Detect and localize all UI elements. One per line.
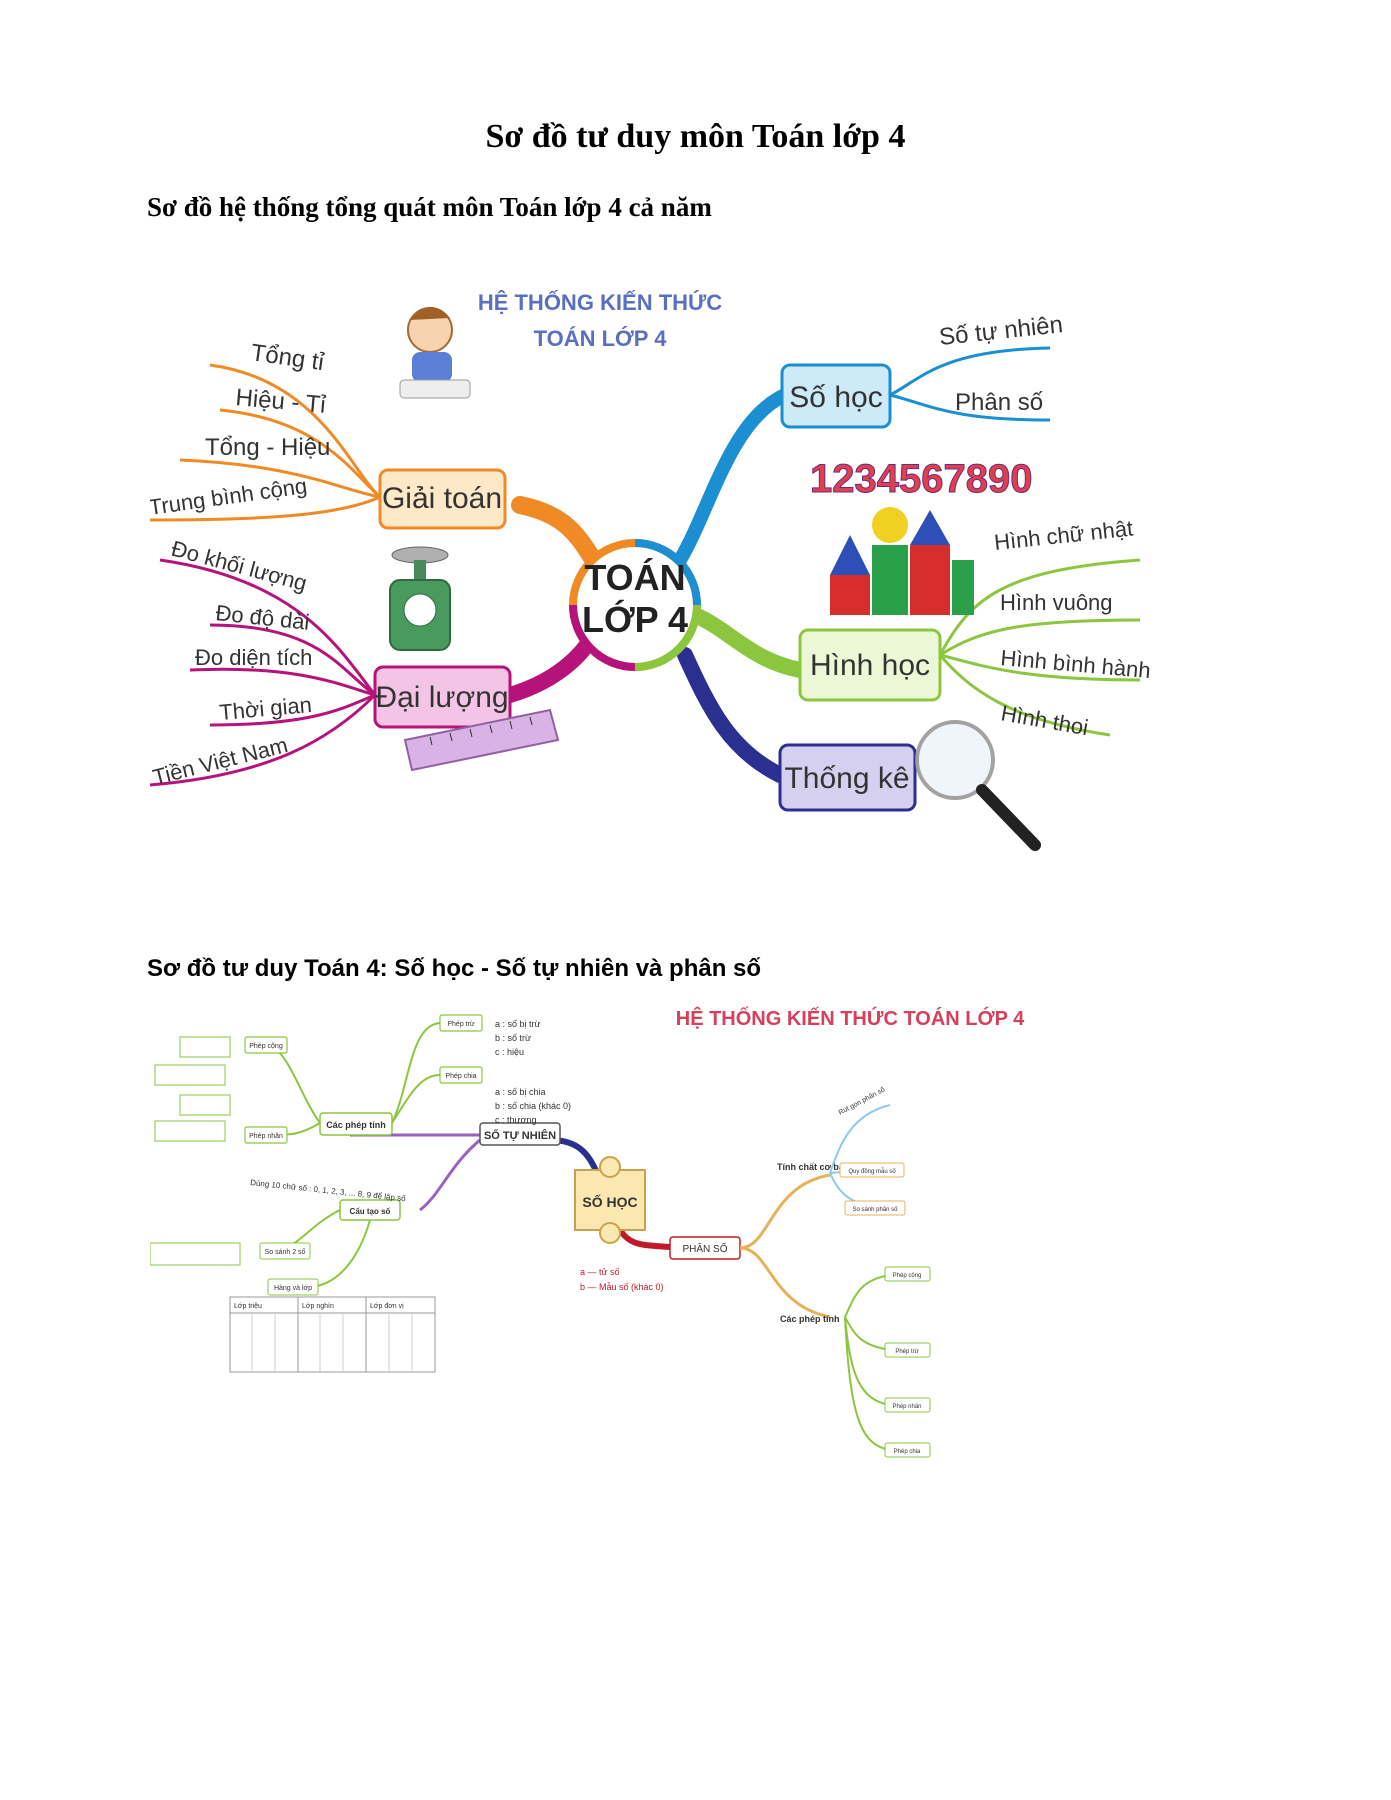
center-line2: LỚP 4 (582, 598, 688, 640)
dai-luong-child-5: Tiền Việt Nam (150, 732, 290, 790)
so-tu-nhien-node: SỐ TỰ NHIÊN (484, 1128, 556, 1142)
ruler-icon (403, 708, 560, 772)
left-phep-nhan-node: Phép nhân (249, 1133, 283, 1140)
overview-heading-line1: HỆ THỐNG KIẾN THỨC (478, 289, 722, 315)
left-phep-chia-node: Phép chia (445, 1073, 476, 1080)
dai-luong-child-3: Đo diện tích (195, 645, 312, 670)
quy-dong-label: Quy đồng mẫu số (848, 1168, 896, 1175)
mindmap-overview-figure: HỆ THỐNG KIẾN THỨC TOÁN LỚP 4 TOÁN LỚP 4… (150, 270, 1150, 950)
so-sanh-ps-label: So sánh phân số (852, 1207, 898, 1213)
giai-toan-child-3: Tổng - Hiệu (205, 434, 330, 461)
hinh-hoc-child-1: Hình chữ nhật (993, 516, 1134, 555)
thinking-child-icon (399, 306, 471, 399)
hang-va-lop-node: Hàng và lớp (274, 1285, 312, 1292)
so-hoc-child-2: Phân số (955, 389, 1043, 416)
left-phep-cong-node: Phép cộng (249, 1043, 283, 1050)
tu-so-note: a — tử số (580, 1267, 620, 1277)
phep-chia-note-1: a : số bị chia (495, 1087, 546, 1097)
branch-so-hoc: Số học Số tự nhiên Phân số 1234567890 (780, 311, 1064, 502)
magnifier-icon (915, 720, 1041, 851)
branch-dai-luong: Đại lượng Đo khối lượng Đo độ dài Đo diệ… (150, 536, 560, 790)
phep-chia-note-3: c : thương (495, 1115, 536, 1125)
phep-tru-note-3: c : hiệu (495, 1047, 524, 1057)
mindmap-so-hoc-figure: HỆ THỐNG KIẾN THỨC TOÁN LỚP 4 SỐ HỌC SỐ … (150, 995, 1150, 1555)
table-header-trieu: Lớp triệu (234, 1303, 262, 1310)
right-cac-phep-tinh-node: Các phép tính (780, 1314, 840, 1324)
dai-luong-label: Đại lượng (375, 681, 508, 714)
thong-ke-label: Thống kê (784, 762, 909, 795)
so-hoc-center-label: SỐ HỌC (582, 1193, 637, 1210)
center-line1: TOÁN (584, 557, 685, 598)
digits-note: Dùng 10 chữ số : 0, 1, 2, 3, ... 8, 9 để… (250, 1178, 407, 1203)
tinh-chat-co-ban-node: Tính chất cơ bản (777, 1162, 849, 1172)
section-title-so-hoc: Sơ đồ tư duy Toán 4: Số học - Số tự nhiê… (147, 955, 762, 982)
cau-tao-so-node: Cấu tạo số (350, 1207, 391, 1216)
geometric-blocks-icon (830, 507, 974, 615)
left-phep-tru-node: Phép trừ (447, 1021, 475, 1028)
phan-so-node: PHÂN SỐ (682, 1241, 727, 1255)
table-header-nghin: Lớp nghìn (302, 1303, 334, 1310)
table-header-don-vi: Lớp đơn vị (370, 1303, 404, 1310)
so-hoc-heading: HỆ THỐNG KIẾN THỨC TOÁN LỚP 4 (676, 1006, 1025, 1030)
hinh-hoc-child-4: Hình thoi (999, 700, 1090, 740)
scale-icon (389, 546, 451, 651)
so-sanh-2-so-node: So sánh 2 số (265, 1247, 306, 1256)
phep-tru-note-2: b : số trừ (495, 1033, 531, 1043)
hinh-hoc-label: Hình học (810, 649, 930, 682)
place-value-table: Lớp triệu Lớp nghìn Lớp đơn vị (229, 1296, 436, 1373)
so-hoc-child-1: Số tự nhiên (938, 311, 1064, 351)
giai-toan-label: Giải toán (382, 482, 502, 515)
branch-thong-ke: Thống kê (778, 720, 1041, 851)
so-hoc-label: Số học (789, 381, 882, 414)
overview-heading-line2: TOÁN LỚP 4 (534, 326, 668, 351)
giai-toan-child-1: Tổng tỉ (249, 339, 326, 376)
section-title-overview: Sơ đồ hệ thống tổng quát môn Toán lớp 4 … (147, 192, 712, 222)
phep-chia-note-2: b : số chia (khác 0) (495, 1101, 571, 1111)
mau-so-note: b — Mẫu số (khác 0) (580, 1282, 664, 1292)
giai-toan-child-4: Trung bình cộng (150, 473, 309, 520)
branch-hinh-hoc: Hình học Hình chữ nhật Hình vuông Hình b… (798, 507, 1150, 740)
phep-tru-note-1: a : số bị trừ (495, 1019, 541, 1029)
rut-gon-label: Rút gọn phân số (837, 1085, 887, 1117)
hinh-hoc-child-2: Hình vuông (1000, 590, 1113, 615)
branch-giai-toan: Giải toán Tổng tỉ Hiệu - Tỉ Tổng - Hiệu … (150, 306, 507, 530)
ps-phep-tru: Phép trừ (895, 1349, 918, 1355)
ps-phep-nhan: Phép nhân (892, 1404, 921, 1410)
page-title: Sơ đồ tư duy môn Toán lớp 4 (485, 118, 906, 155)
colorful-digits: 1234567890 (810, 457, 1032, 501)
ps-phep-chia: Phép chia (894, 1449, 921, 1455)
puzzle-center-node: SỐ HỌC (574, 1156, 646, 1244)
ps-phep-cong: Phép cộng (893, 1273, 922, 1279)
dai-luong-child-2: Đo độ dài (214, 600, 310, 635)
left-cac-phep-tinh-node: Các phép tính (326, 1120, 386, 1130)
